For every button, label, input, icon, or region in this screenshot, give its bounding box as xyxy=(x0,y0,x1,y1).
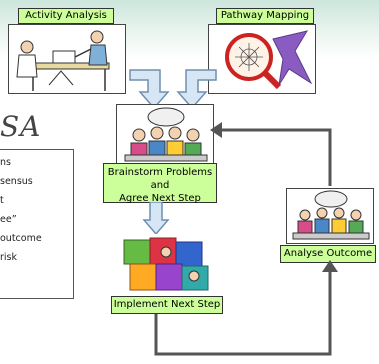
analyse-outcome-picture xyxy=(286,188,374,244)
down-arrow-left xyxy=(129,69,170,110)
implement-picture xyxy=(120,234,214,296)
activity-analysis-picture xyxy=(8,24,126,94)
team-meeting-illustration xyxy=(124,107,208,162)
list-item: t xyxy=(0,195,4,206)
activity-analysis-label: Activity Analysis xyxy=(18,8,114,24)
pathway-mapping-picture xyxy=(208,24,316,94)
team-review-illustration xyxy=(292,190,370,240)
list-item: ns xyxy=(0,157,11,168)
down-arrow-center xyxy=(142,202,170,236)
magnifier-web-illustration xyxy=(225,30,313,90)
list-fragment-box: ns sensus t ee” outcome risk xyxy=(0,149,74,299)
brainstorm-picture xyxy=(116,104,214,164)
down-arrow-right xyxy=(176,69,217,110)
list-item: sensus xyxy=(0,176,33,187)
list-item: outcome xyxy=(0,233,42,244)
brainstorm-line-2: and xyxy=(150,180,170,191)
list-item: risk xyxy=(0,252,17,263)
pathway-mapping-label: Pathway Mapping xyxy=(216,8,314,24)
title-fragment: SA xyxy=(0,110,42,143)
brainstorm-line-1: Brainstorm Problems xyxy=(107,167,213,178)
implement-label: Implement Next Step xyxy=(111,296,223,314)
list-item: ee” xyxy=(0,214,17,225)
office-workers-illustration xyxy=(16,30,110,91)
brainstorm-line-3: Agree Next Step xyxy=(119,193,201,204)
brainstorm-label: Brainstorm Problems and Agree Next Step xyxy=(103,163,217,204)
analyse-outcome-label: Analyse Outcome xyxy=(280,245,376,263)
puzzle-pieces-illustration xyxy=(123,237,209,291)
